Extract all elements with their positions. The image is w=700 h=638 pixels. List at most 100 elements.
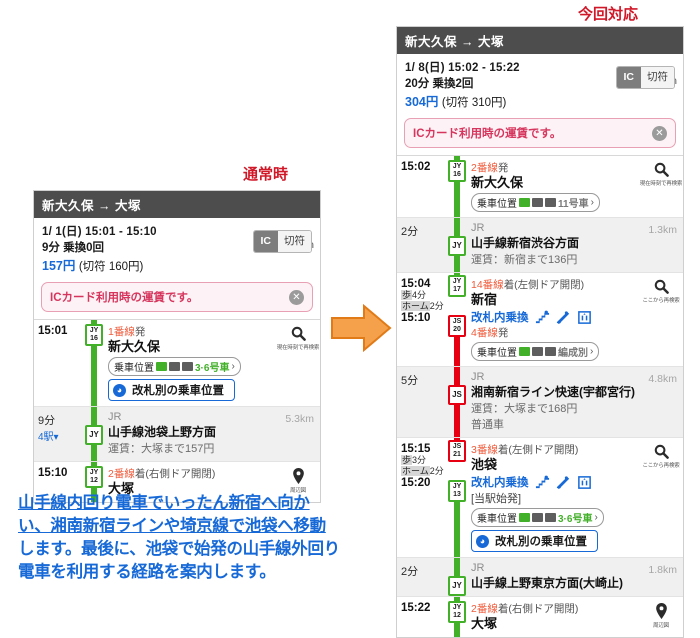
action-research-now[interactable]: 現在時刻で再検索 bbox=[639, 156, 683, 217]
leg-distance-col: 1.8km bbox=[639, 558, 683, 596]
platform-info: 2番線着(右側ドア開閉) bbox=[108, 468, 216, 480]
route-header: 新大久保 → 大塚 bbox=[397, 27, 683, 54]
action-label: 周辺図 bbox=[653, 623, 669, 629]
close-icon[interactable]: ✕ bbox=[652, 125, 667, 141]
summary-fare-ticket: (切符 160円) bbox=[78, 261, 144, 273]
boarding-position-label: 乗車位置 bbox=[114, 363, 154, 374]
action-label: 周辺図 bbox=[290, 488, 306, 494]
toggle-ic[interactable]: IC bbox=[616, 67, 641, 88]
station-name: 大塚 bbox=[108, 481, 135, 496]
arrow-icon bbox=[331, 303, 392, 353]
station-time: 15:15 bbox=[401, 443, 431, 455]
platform-number: 2番線 bbox=[108, 468, 135, 480]
boarding-position-badge[interactable]: 乗車位置編成別› bbox=[471, 342, 600, 361]
summary-transfers: 乗換0回 bbox=[63, 242, 105, 254]
line-badge: JY bbox=[448, 236, 466, 256]
leg-duration-col: 2分 bbox=[397, 218, 445, 272]
station-time-col: 15:01 bbox=[34, 320, 82, 406]
train-car-icon bbox=[532, 513, 543, 522]
transfer-methods[interactable]: 改札内乗換 bbox=[471, 474, 635, 490]
station-number-line: JY bbox=[89, 469, 99, 476]
toggle-ticket[interactable]: 切符 bbox=[641, 67, 674, 88]
train-car-icon bbox=[532, 198, 543, 207]
action-area-map[interactable]: 周辺図 bbox=[276, 462, 320, 502]
boarding-car-number: 11号車 bbox=[558, 199, 589, 210]
elevator-icon bbox=[577, 310, 591, 324]
toggle-ticket[interactable]: 切符 bbox=[278, 231, 311, 252]
action-research-now[interactable]: 現在時刻で再検索 bbox=[276, 320, 320, 406]
boarding-position-badge[interactable]: 乗車位置 3·6号車› bbox=[471, 508, 604, 527]
action-research-here[interactable]: ここから再検索 bbox=[639, 273, 683, 366]
station-number-value: 12 bbox=[453, 612, 461, 619]
ic-fare-notice: ICカード利用時の運賃です。 ✕ bbox=[41, 282, 313, 312]
walk-time: 歩3分 bbox=[401, 455, 427, 465]
station-number-value: 16 bbox=[453, 171, 461, 178]
platform-info: 3番線着(左側ドア開閉) bbox=[471, 444, 579, 456]
station-time-col: 15:22 bbox=[397, 597, 445, 637]
transfer-methods[interactable]: 改札内乗換 bbox=[471, 309, 635, 325]
chevron-right-icon: › bbox=[590, 197, 594, 208]
fare-type-toggle[interactable]: IC 切符 bbox=[252, 230, 312, 253]
station-time-col: 15:10 bbox=[34, 462, 82, 502]
compass-icon: ◕ bbox=[113, 383, 126, 397]
car-class: 普通車 bbox=[471, 419, 504, 431]
fare-type-toggle[interactable]: IC 切符 bbox=[615, 66, 675, 89]
station-time: 15:04 bbox=[401, 278, 431, 290]
station-name: 池袋 bbox=[471, 457, 498, 472]
summary-duration: 20分 bbox=[405, 78, 430, 90]
train-car-icon bbox=[545, 198, 556, 207]
close-icon[interactable]: ✕ bbox=[289, 289, 304, 305]
toggle-ic[interactable]: IC bbox=[253, 231, 278, 252]
rail-line-col: JY bbox=[445, 218, 469, 272]
action-label: ここから再検索 bbox=[642, 298, 680, 304]
platform-walk-time: ホーム2分 bbox=[401, 466, 444, 476]
station-name: 大塚 bbox=[471, 616, 498, 631]
ic-fare-notice-text: ICカード利用時の運賃です。 bbox=[50, 292, 199, 304]
gate-boarding-position-button[interactable]: ◕改札別の乗車位置 bbox=[108, 379, 235, 401]
transfer-inside-label: 改札内乗換 bbox=[471, 477, 529, 489]
line-badge: JS bbox=[448, 385, 466, 405]
transfer-inside-label: 改札内乗換 bbox=[471, 312, 529, 324]
train-car-icon bbox=[545, 347, 556, 356]
action-area-map[interactable]: 周辺図 bbox=[639, 597, 683, 637]
station-number-value: 12 bbox=[90, 477, 98, 484]
action-label: 現在時刻で再検索 bbox=[276, 345, 320, 351]
station-number-value: 21 bbox=[453, 451, 461, 458]
station-time-col: 15:02 bbox=[397, 156, 445, 217]
leg-stops[interactable]: 4駅▾ bbox=[38, 432, 59, 443]
station-time: 15:22 bbox=[401, 602, 431, 614]
boarding-car-number: 3·6号車 bbox=[558, 514, 593, 525]
action-research-here[interactable]: ここから再検索 bbox=[639, 438, 683, 557]
gate-boarding-position-button[interactable]: ◕改札別の乗車位置 bbox=[471, 530, 598, 552]
compass-icon: ◕ bbox=[476, 534, 489, 548]
operator-name: JR bbox=[471, 371, 485, 383]
boarding-position-label: 乗車位置 bbox=[477, 514, 517, 525]
line-badge: JY bbox=[448, 576, 466, 596]
chevron-right-icon: › bbox=[594, 512, 598, 523]
leg-duration: 2分 bbox=[401, 566, 419, 578]
platform-number: 3番線 bbox=[471, 444, 498, 456]
operator-name: JR bbox=[471, 222, 485, 234]
station-number-line: JY bbox=[89, 327, 99, 334]
ic-fare-notice-text: ICカード利用時の運賃です。 bbox=[413, 128, 562, 140]
